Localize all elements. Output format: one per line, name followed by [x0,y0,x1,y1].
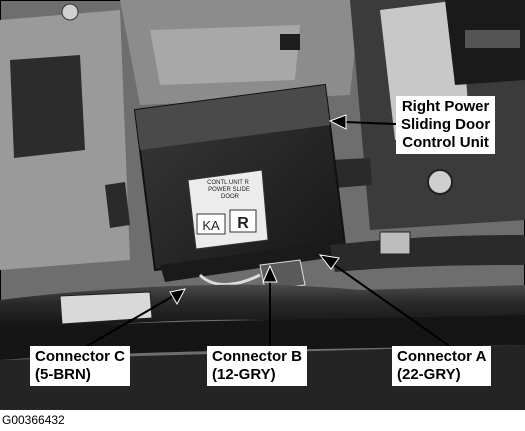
callout-connector-b-spec: (12-GRY) [212,366,276,383]
leader-lines [79,114,456,351]
sticker-code: KA [202,218,220,233]
callout-connector-c: Connector C (5-BRN) [30,346,130,386]
callout-control-unit-line1: Right Power [401,98,490,115]
callout-connector-b-name: Connector B [212,348,302,365]
callout-control-unit-line2: Sliding Door [401,116,491,133]
callout-connector-a-spec: (22-GRY) [397,366,461,383]
callout-control-unit: Right Power Sliding Door Control Unit [396,96,496,154]
module-sticker: CONTL UNIT R POWER SLIDE DOOR KA R [187,169,269,250]
figure-id: G00366432 [2,413,65,427]
callout-connector-c-spec: (5-BRN) [35,366,91,383]
sticker-line3: DOOR [221,194,240,200]
control-unit-module: CONTL UNIT R POWER SLIDE DOOR KA R [105,83,372,282]
callout-connector-b: Connector B (12-GRY) [207,346,307,386]
sticker-line2: POWER SLIDE [208,187,250,193]
sticker-line1: CONTL UNIT R [207,180,249,186]
callout-connector-a-name: Connector A [397,348,487,365]
hose-lower [0,315,525,360]
callout-connector-a: Connector A (22-GRY) [392,346,492,386]
callout-connector-c-name: Connector C [35,348,125,365]
sticker-side: R [237,215,249,232]
callout-control-unit-line3: Control Unit [402,134,489,151]
